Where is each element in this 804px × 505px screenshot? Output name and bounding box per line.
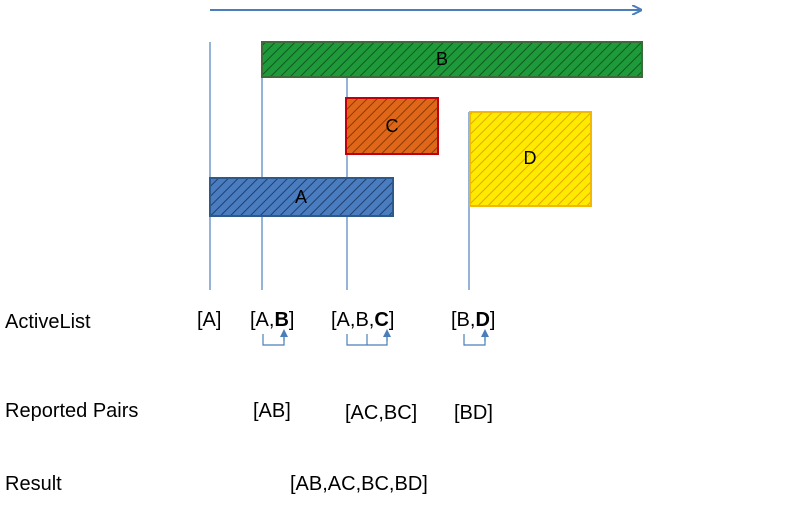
- connector-abc: [346, 329, 391, 346]
- row-label-active-list: ActiveList: [5, 311, 91, 333]
- connector-ab: [262, 329, 288, 346]
- active-list-entry-1: [A]: [197, 309, 222, 331]
- interval-d-label: D: [524, 148, 537, 168]
- row-label-result: Result: [5, 473, 62, 495]
- active-list-entry-3: [A,B,C]: [331, 309, 395, 331]
- reported-pair-1: [AB]: [253, 400, 291, 422]
- interval-b: B: [261, 41, 643, 78]
- result-value: [AB,AC,BC,BD]: [290, 473, 428, 495]
- row-label-reported-pairs: Reported Pairs: [5, 400, 139, 422]
- active-list-entry-2: [A,B]: [250, 309, 295, 331]
- interval-c: C: [345, 97, 439, 155]
- interval-a: A: [209, 177, 394, 217]
- interval-a-label: A: [295, 187, 307, 207]
- reported-pair-3: [BD]: [454, 402, 493, 424]
- reported-pair-2: [AC,BC]: [345, 402, 418, 424]
- interval-b-label: B: [436, 49, 448, 69]
- interval-c-label: C: [386, 116, 399, 136]
- connector-bd: [463, 329, 489, 346]
- interval-d: D: [469, 111, 592, 207]
- active-list-entry-4: [B,D]: [451, 309, 496, 331]
